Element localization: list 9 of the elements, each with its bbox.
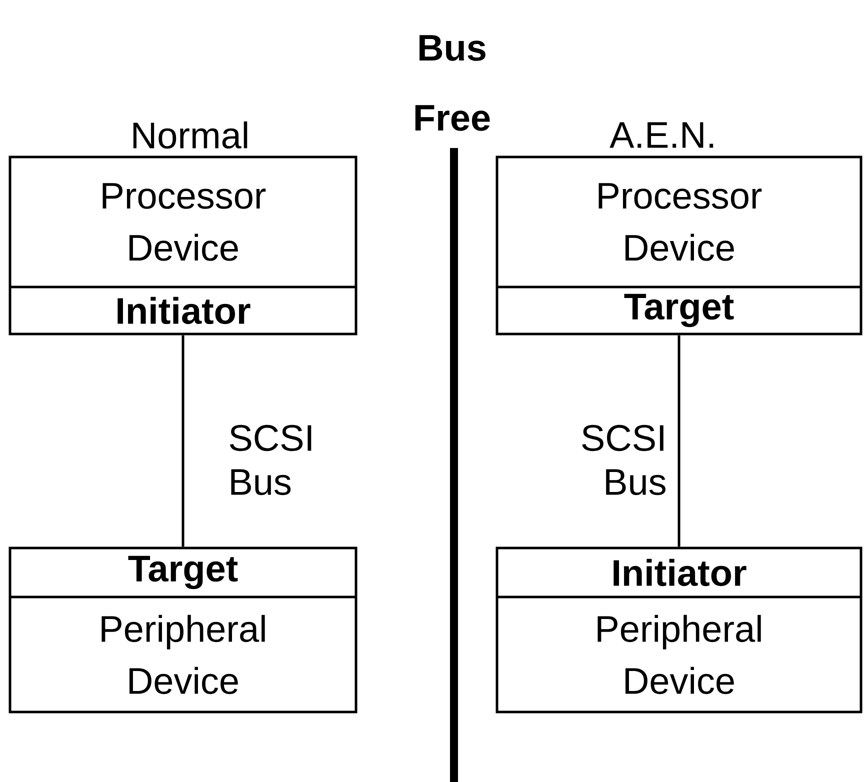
connector-line xyxy=(678,335,680,547)
heading: Bus Free xyxy=(415,35,490,131)
edge-label: SCSI Bus xyxy=(582,424,666,496)
device-box: Processor Device Target xyxy=(496,156,862,336)
edge-label: SCSI Bus xyxy=(230,424,312,496)
connector-line xyxy=(182,335,184,547)
device-box: Initiator Peripheral Device xyxy=(496,546,862,714)
device-box: Processor Device Initiator xyxy=(8,156,358,336)
device-box: Target Peripheral Device xyxy=(8,546,358,714)
